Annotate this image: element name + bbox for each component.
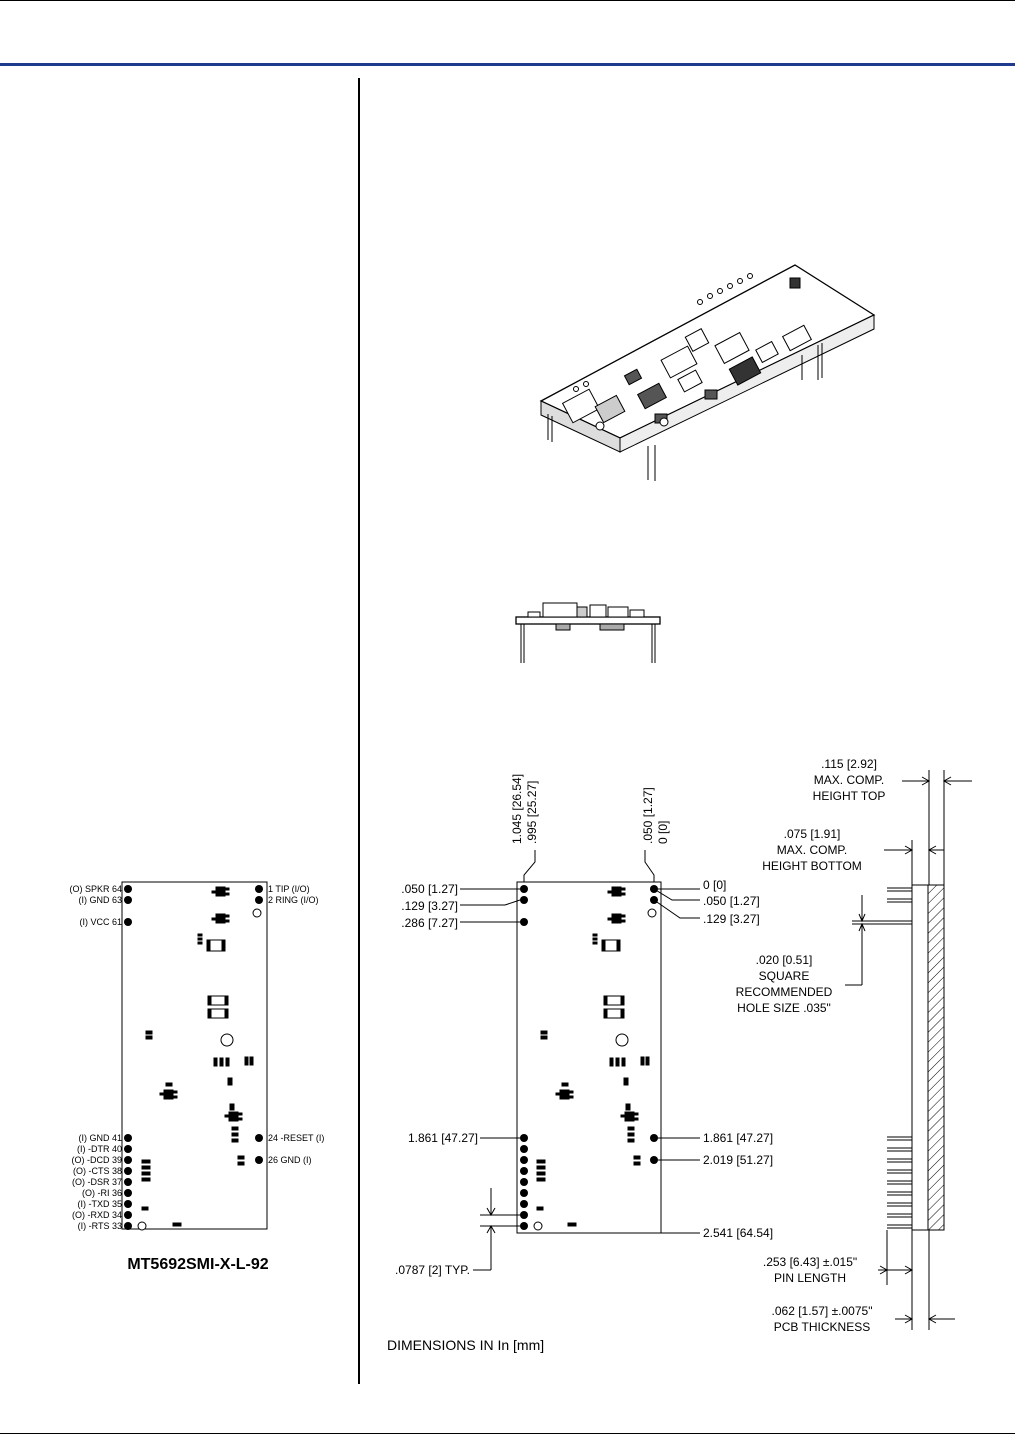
dim-top-right-b: 0 [0] xyxy=(656,821,670,844)
side-profile-labels: .115 [2.92] MAX. COMP. HEIGHT TOP .075 [… xyxy=(736,757,886,1334)
pin-label-spkr: (O) SPKR 64 xyxy=(69,884,122,894)
pin-holes-right xyxy=(255,885,263,1164)
dim-left-286: .286 [7.27] xyxy=(401,916,458,930)
pcb-thickness-line2: PCB THICKNESS xyxy=(774,1320,870,1334)
footer-rule xyxy=(0,1433,1015,1434)
max-bottom-line2: MAX. COMP. xyxy=(777,843,847,857)
dimension-labels: 1.045 [26.54] .995 [25.27] .050 [1.27] 0… xyxy=(395,774,773,1277)
dim-right-2019: 2.019 [51.27] xyxy=(703,1153,773,1167)
dimension-lines xyxy=(460,850,700,1271)
header-rule xyxy=(0,63,1015,66)
units-note: DIMENSIONS IN In [mm] xyxy=(387,1337,544,1353)
pin-label-reset: 24 -RESET (I) xyxy=(268,1133,324,1143)
dim-left-050: .050 [1.27] xyxy=(401,882,458,896)
pin-label-txd: (I) -TXD 35 xyxy=(77,1199,122,1209)
pin-holes-left xyxy=(124,885,132,1230)
pcb-thickness-line1: .062 [1.57] ±.0075" xyxy=(772,1304,873,1318)
dim-top-right-a: .050 [1.27] xyxy=(641,787,655,844)
side-profile xyxy=(845,770,972,1330)
model-title: MT5692SMI-X-L-92 xyxy=(127,1256,268,1273)
pin-label-dtr: (I) -DTR 40 xyxy=(77,1144,122,1154)
pin-label-dsr: (O) -DSR 37 xyxy=(72,1177,122,1187)
dimension-board xyxy=(516,881,662,1234)
pin-label-rts: (I) -RTS 33 xyxy=(78,1221,122,1231)
pin-label-cts: (O) -CTS 38 xyxy=(73,1166,122,1176)
pin-square-line4: HOLE SIZE .035" xyxy=(737,1001,831,1015)
pin-labels-left: (O) SPKR 64 (I) GND 63 (I) VCC 61 (I) GN… xyxy=(69,884,122,1231)
dim-right-2541: 2.541 [64.54] xyxy=(703,1226,773,1240)
pin-length-line1: .253 [6.43] ±.015" xyxy=(763,1255,857,1269)
pin-label-tip: 1 TIP (I/O) xyxy=(268,884,310,894)
pin-labels-right: 1 TIP (I/O) 2 RING (I/O) 24 -RESET (I) 2… xyxy=(268,884,324,1165)
dim-pitch: .0787 [2] TYP. xyxy=(395,1263,470,1277)
max-top-line3: HEIGHT TOP xyxy=(813,789,886,803)
pin-square-line1: .020 [0.51] xyxy=(756,953,813,967)
dim-right-050: .050 [1.27] xyxy=(703,894,760,908)
components xyxy=(141,886,254,1227)
pinout-board: (O) SPKR 64 (I) GND 63 (I) VCC 61 (I) GN… xyxy=(69,881,324,1273)
dim-right-129: .129 [3.27] xyxy=(703,912,760,926)
pin-label-gnd26: 26 GND (I) xyxy=(268,1155,312,1165)
pin-label-rxd: (O) -RXD 34 xyxy=(72,1210,122,1220)
pin-label-vcc: (I) VCC 61 xyxy=(79,917,122,927)
board-side-view xyxy=(515,602,661,663)
max-bottom-line3: HEIGHT BOTTOM xyxy=(762,859,862,873)
pin-label-dcd: (O) -DCD 39 xyxy=(71,1155,122,1165)
pin-label-gnd41: (I) GND 41 xyxy=(78,1133,122,1143)
pin-length-line2: PIN LENGTH xyxy=(774,1271,846,1285)
dim-top-left-a: 1.045 [26.54] xyxy=(510,774,524,844)
pin-square-line3: RECOMMENDED xyxy=(736,985,833,999)
max-top-line2: MAX. COMP. xyxy=(814,773,884,787)
max-bottom-line1: .075 [1.91] xyxy=(784,827,841,841)
column-divider xyxy=(358,78,360,1384)
dim-right-0: 0 [0] xyxy=(703,878,726,892)
dim-left-1861: 1.861 [47.27] xyxy=(408,1131,478,1145)
board-3d-view xyxy=(539,264,876,481)
dim-left-129: .129 [3.27] xyxy=(401,899,458,913)
max-top-line1: .115 [2.92] xyxy=(821,757,877,771)
pin-label-ri: (O) -RI 36 xyxy=(82,1188,122,1198)
dim-right-1861: 1.861 [47.27] xyxy=(703,1131,773,1145)
pin-square-line2: SQUARE xyxy=(759,969,810,983)
dim-top-left-b: .995 [25.27] xyxy=(525,781,539,844)
top-rule xyxy=(0,0,1015,1)
pin-label-ring: 2 RING (I/O) xyxy=(268,895,319,905)
pin-label-gnd63: (I) GND 63 xyxy=(78,895,122,905)
